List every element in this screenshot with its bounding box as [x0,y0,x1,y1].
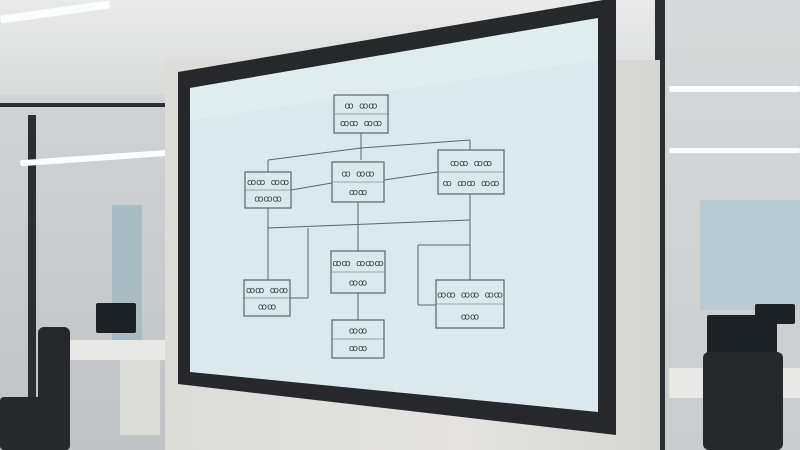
glass-frame [655,0,665,450]
left-office-area [0,95,185,450]
diagram-node-label: ꝏꝏ [258,303,276,313]
diagram-node-label: ꝏꝏ [461,312,479,322]
connector-line [267,147,362,161]
diagram-node: ꝏꝏ ꝏꝏ ꝏ ꝏꝏ ꝏꝏ [437,149,505,195]
connector-line [383,171,439,181]
connector-line [267,219,471,229]
diagram-node-label: ꝏꝏ ꝏꝏ [450,159,492,169]
diagram-node-label: ꝏꝏ ꝏꝏꝏ [332,259,383,269]
office-chair [0,397,70,450]
diagram-node-label: ꝏꝏ [349,327,367,337]
diagram-node-label: ꝏꝏ ꝏꝏ [340,119,382,129]
diagram-node-label: ꝏꝏ ꝏꝏ [246,286,288,296]
diagram-node: ꝏꝏ ꝏꝏ [331,319,385,359]
diagram-node: ꝏꝏ ꝏꝏ ꝏꝏ ꝏꝏ [435,279,505,329]
diagram-node: ꝏꝏ ꝏꝏꝏ ꝏꝏ [330,250,386,294]
drawer-cabinet [120,360,160,435]
connector-line [290,182,333,191]
diagram-node-label: ꝏ ꝏꝏ ꝏꝏ [443,179,500,189]
diagram-node: ꝏ ꝏꝏ ꝏꝏ ꝏꝏ [333,94,389,134]
right-office-area [655,0,800,450]
connector-line [360,139,471,149]
diagram-node-label: ꝏ ꝏꝏ [345,102,378,112]
diagram-node-label: ꝏꝏ [349,278,367,288]
glass-frame [28,115,36,450]
diagram-node: ꝏ ꝏꝏ ꝏꝏ [331,161,385,203]
screen-surface [190,18,598,412]
diagram-node-label: ꝏꝏ ꝏꝏ ꝏꝏ [437,290,503,300]
monitor [96,303,136,333]
ceiling-light [669,86,800,92]
diagram-node-label: ꝏꝏ [349,188,367,198]
diagram-node: ꝏꝏ ꝏꝏ ꝏꝏꝏ [244,171,292,209]
diagram-node: ꝏꝏ ꝏꝏ ꝏꝏ [243,279,291,317]
diagram-node-label: ꝏꝏ ꝏꝏ [247,178,289,188]
connector-lines [267,133,471,320]
diagram-node-label: ꝏꝏ [349,344,367,354]
ceiling-light [0,0,111,24]
office-chair [703,352,783,450]
diagram-node-label: ꝏ ꝏꝏ [342,169,375,179]
ceiling-light [19,149,171,167]
desk [40,340,165,360]
monitor [755,304,795,324]
glass-frame [0,103,170,107]
window [700,200,800,310]
ceiling-light [669,148,800,153]
diagram-node-label: ꝏꝏꝏ [254,195,282,205]
